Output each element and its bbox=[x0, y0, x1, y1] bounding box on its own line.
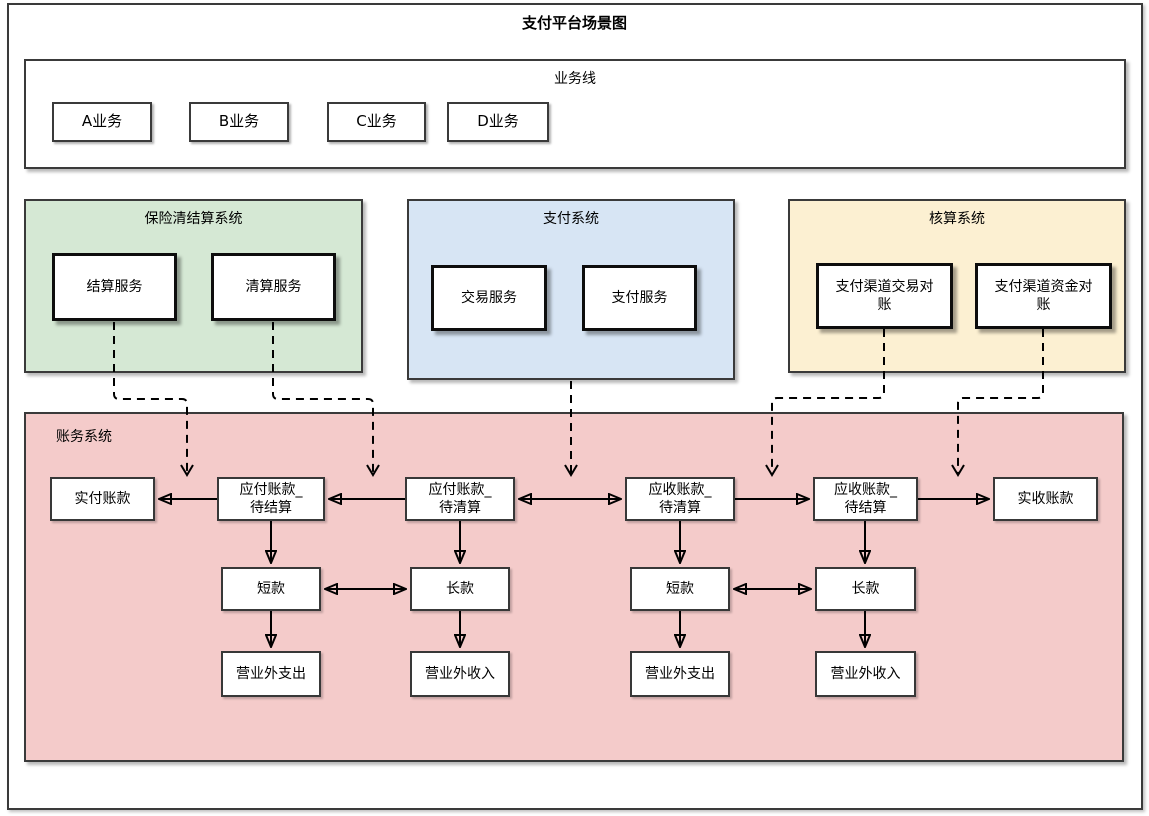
short-balance-left-node: 短款 bbox=[221, 567, 321, 611]
settlement-service-node: 结算服务 bbox=[52, 253, 177, 321]
business-a-node: A业务 bbox=[52, 102, 152, 142]
nonop-expense-left-node: 营业外支出 bbox=[221, 651, 321, 697]
long-balance-left-node: 长款 bbox=[410, 567, 510, 611]
business-c-node: C业务 bbox=[327, 102, 426, 142]
actual-received-node: 实收账款 bbox=[993, 477, 1098, 521]
payment-system-title: 支付系统 bbox=[543, 211, 599, 227]
payment-service-node: 支付服务 bbox=[582, 265, 697, 331]
clearing-service-node: 清算服务 bbox=[211, 253, 336, 321]
long-balance-right-node: 长款 bbox=[815, 567, 916, 611]
receivable-pending-settle-node: 应收账款_ 待结算 bbox=[813, 477, 918, 521]
actual-payable-node: 实付账款 bbox=[50, 477, 155, 521]
trade-service-node: 交易服务 bbox=[431, 265, 547, 331]
receivable-pending-clear-node: 应收账款_ 待清算 bbox=[625, 477, 735, 521]
business-d-node: D业务 bbox=[447, 102, 549, 142]
nonop-income-left-node: 营业外收入 bbox=[410, 651, 510, 697]
channel-trade-recon-node: 支付渠道交易对 账 bbox=[816, 263, 953, 329]
nonop-expense-right-node: 营业外支出 bbox=[630, 651, 730, 697]
ledger-system-container: 账务系统 bbox=[24, 412, 1124, 762]
payable-pending-clear-node: 应付账款_ 待清算 bbox=[405, 477, 515, 521]
insurance-settlement-system-title: 保险清结算系统 bbox=[144, 211, 243, 227]
business-b-node: B业务 bbox=[189, 102, 289, 142]
payable-pending-settle-node: 应付账款_ 待结算 bbox=[217, 477, 325, 521]
diagram-title: 支付平台场景图 bbox=[521, 14, 627, 32]
nonop-income-right-node: 营业外收入 bbox=[815, 651, 916, 697]
short-balance-right-node: 短款 bbox=[630, 567, 730, 611]
channel-funds-recon-node: 支付渠道资金对 账 bbox=[975, 263, 1112, 329]
reconciliation-system-title: 核算系统 bbox=[929, 211, 985, 227]
ledger-system-title: 账务系统 bbox=[56, 429, 112, 445]
business-lane-title: 业务线 bbox=[554, 71, 596, 87]
